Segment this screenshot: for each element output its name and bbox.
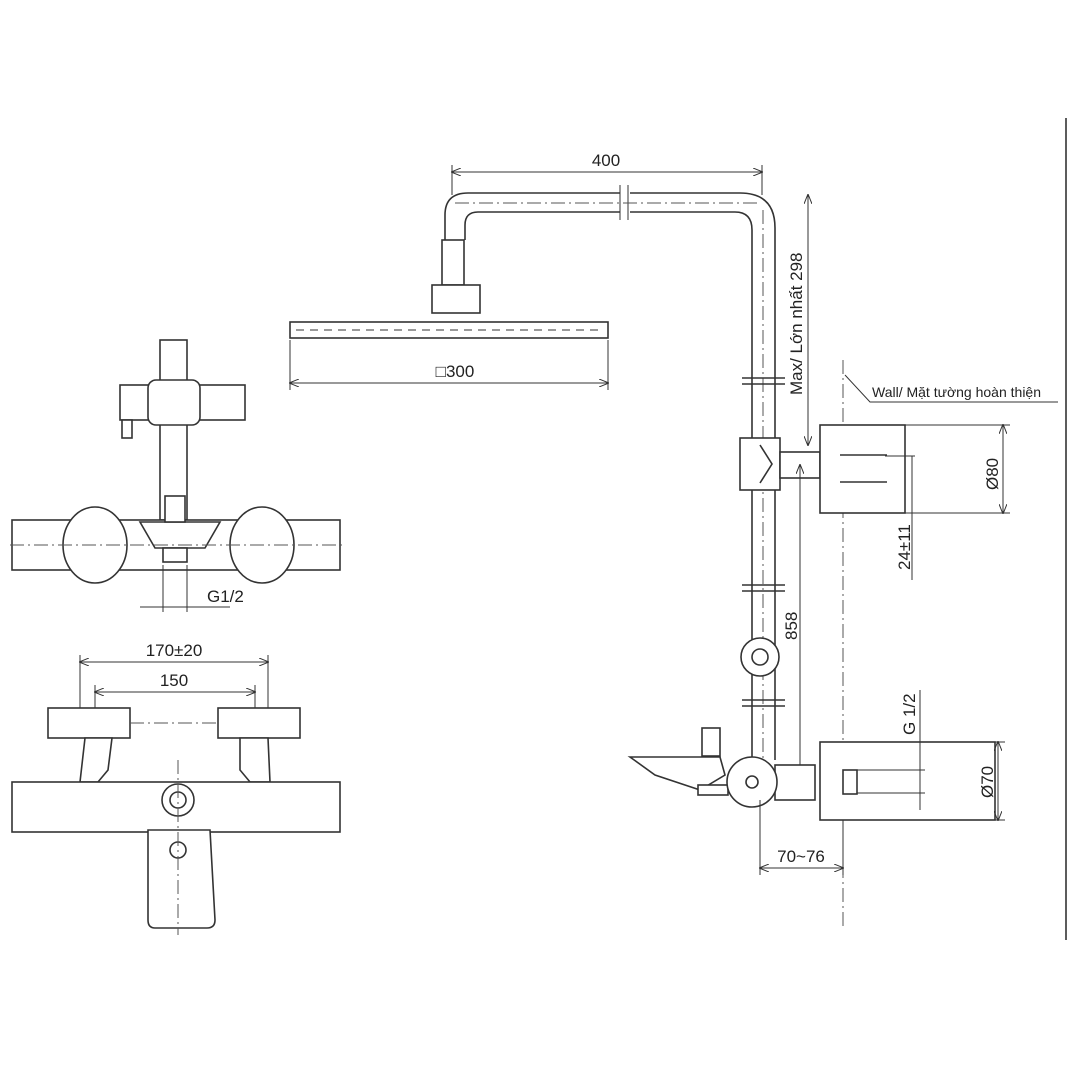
wall-bracket xyxy=(739,425,1010,580)
wall-distance-label: 70~76 xyxy=(777,847,825,866)
centers-nominal-label: 150 xyxy=(160,671,188,690)
inlet-thread-label: G 1/2 xyxy=(900,693,919,735)
wall-label: Wall/ Mặt tường hoàn thiện xyxy=(872,384,1041,400)
mixer-front-top xyxy=(10,339,345,612)
mixer-plan xyxy=(11,707,341,935)
flange-diameter-label: Ø70 xyxy=(978,766,997,798)
dimension-max-height: Max/ Lớn nhất 298 xyxy=(787,195,808,445)
arm-length-label: 400 xyxy=(592,151,620,170)
dimension-arm-length: 400 xyxy=(452,151,762,195)
riser-length-label: 858 xyxy=(782,612,801,640)
wall-leader xyxy=(844,374,1058,403)
shower-arm xyxy=(444,185,776,780)
head-size-label: □300 xyxy=(436,362,475,381)
dimension-centers xyxy=(80,655,268,710)
outlet-thread-label: G1/2 xyxy=(207,587,244,606)
dimension-head-size: □300 xyxy=(290,340,608,390)
shower-head xyxy=(289,239,609,339)
diverter-knob xyxy=(740,637,780,677)
pipe-rings xyxy=(742,377,785,707)
max-height-label: Max/ Lớn nhất 298 xyxy=(787,252,806,395)
bracket-diameter-label: Ø80 xyxy=(983,458,1002,490)
bracket-offset-label: 24±11 xyxy=(895,524,914,570)
centers-range-label: 170±20 xyxy=(146,641,203,660)
mixer-side xyxy=(627,690,1005,875)
